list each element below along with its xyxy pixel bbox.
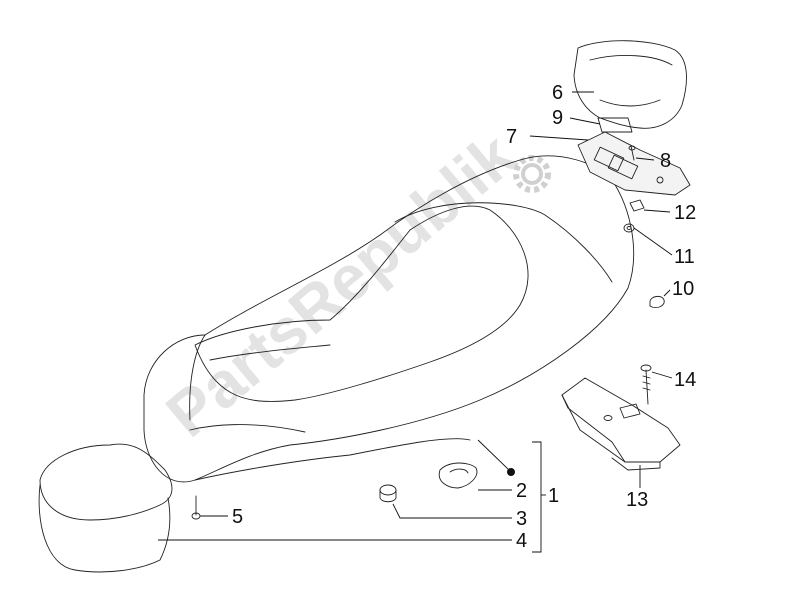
backrest-plate bbox=[597, 117, 633, 133]
bushing-3-icon bbox=[379, 484, 397, 503]
callout-10: 10 bbox=[672, 278, 694, 300]
backrest bbox=[573, 40, 687, 133]
backrest-inner bbox=[589, 54, 673, 66]
screw-8-icon bbox=[628, 145, 636, 161]
backrest-crease bbox=[599, 99, 661, 107]
clip-12-icon bbox=[629, 199, 645, 212]
callout-6: 6 bbox=[552, 82, 563, 104]
seat-outline bbox=[143, 155, 634, 483]
screw-5-icon bbox=[191, 495, 201, 520]
callout-12: 12 bbox=[674, 202, 696, 224]
callout-1: 1 bbox=[548, 485, 559, 507]
front-seat-cover bbox=[38, 443, 173, 573]
callout-11: 11 bbox=[674, 246, 695, 268]
seat-bottom-edge bbox=[194, 438, 471, 481]
callout-9: 9 bbox=[552, 107, 563, 129]
screw-14-icon bbox=[640, 364, 652, 405]
backrest-outline bbox=[573, 40, 687, 129]
callout-2: 2 bbox=[516, 480, 527, 502]
seat bbox=[143, 155, 634, 483]
watermark-text: PartsRepublik bbox=[153, 119, 529, 451]
front-cover-body bbox=[38, 484, 171, 573]
cap-10-icon bbox=[649, 295, 665, 309]
seat-nose-curve bbox=[189, 334, 206, 421]
front-cover-top bbox=[39, 443, 173, 521]
bracket-hole bbox=[656, 176, 664, 184]
bracket-slot bbox=[593, 146, 625, 172]
tray-top bbox=[561, 377, 681, 463]
leader-lines bbox=[158, 91, 673, 553]
seat-upper-panel bbox=[194, 205, 529, 402]
callout-5: 5 bbox=[232, 506, 243, 528]
callout-13: 13 bbox=[626, 489, 648, 511]
tray-mount bbox=[619, 403, 641, 419]
bracket-slot-2 bbox=[607, 154, 639, 180]
seat-rear-seam bbox=[394, 202, 613, 283]
callout-14: 14 bbox=[674, 369, 696, 391]
watermark: PartsRepublik bbox=[153, 119, 551, 451]
backrest-bracket bbox=[577, 131, 691, 196]
callout-7: 7 bbox=[506, 126, 517, 148]
callout-8: 8 bbox=[660, 150, 671, 172]
callout-labels: 1 2 3 4 5 6 7 8 9 10 11 12 13 14 bbox=[232, 82, 696, 552]
rubber-pad-2-icon bbox=[438, 462, 478, 489]
seat-side-seam bbox=[189, 424, 306, 433]
callout-3: 3 bbox=[516, 508, 527, 530]
storage-tray bbox=[561, 377, 681, 471]
seat-front-seam bbox=[209, 344, 331, 361]
nut-11-icon bbox=[623, 223, 635, 233]
bracket-body bbox=[577, 131, 691, 196]
tray-front bbox=[561, 394, 626, 463]
gear-logo-icon bbox=[513, 155, 551, 193]
tray-side bbox=[611, 457, 661, 471]
tray-hole bbox=[603, 415, 613, 421]
callout-4: 4 bbox=[516, 530, 527, 552]
